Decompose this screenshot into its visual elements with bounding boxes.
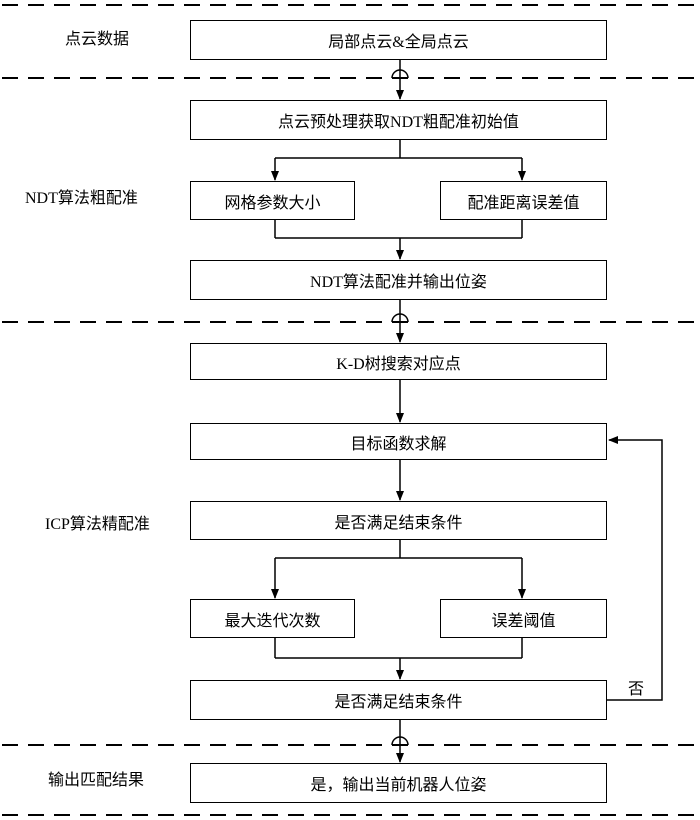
box-check-end-2: 是否满足结束条件 <box>190 680 607 720</box>
box-output-pose: 是，输出当前机器人位姿 <box>190 763 607 803</box>
box-error-threshold: 误差阈值 <box>440 599 607 638</box>
stage-label-ndt: NDT算法粗配准 <box>25 190 138 207</box>
stage-label-icp: ICP算法精配准 <box>45 516 150 533</box>
box-preprocess: 点云预处理获取NDT粗配准初始值 <box>190 100 607 140</box>
box-local-global: 局部点云&全局点云 <box>190 20 607 60</box>
box-kd-search: K-D树搜索对应点 <box>190 343 607 380</box>
box-distance-error: 配准距离误差值 <box>440 181 607 220</box>
arrow-feedback-loop <box>607 436 663 701</box>
edge-label-no: 否 <box>628 681 645 698</box>
box-grid-size: 网格参数大小 <box>190 181 355 220</box>
stage-label-pointcloud: 点云数据 <box>65 31 130 48</box>
box-max-iter: 最大迭代次数 <box>190 599 355 638</box>
box-ndt-register: NDT算法配准并输出位姿 <box>190 260 607 300</box>
box-check-end-1: 是否满足结束条件 <box>190 501 607 540</box>
box-objective: 目标函数求解 <box>190 423 607 460</box>
stage-label-output: 输出匹配结果 <box>48 772 145 789</box>
